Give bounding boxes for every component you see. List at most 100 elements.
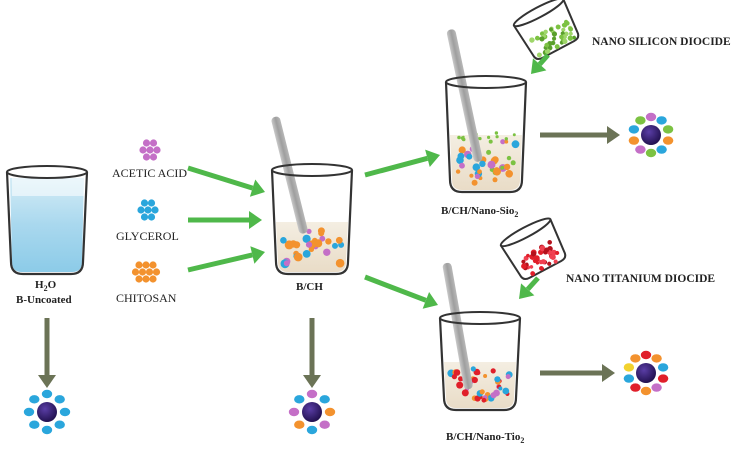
ingredient-glycerol-label: GLYCEROL xyxy=(116,229,179,243)
particle xyxy=(280,237,287,244)
silicon-powder xyxy=(529,19,577,58)
particle xyxy=(305,241,313,248)
particle xyxy=(500,139,506,145)
particle xyxy=(335,258,345,268)
particle xyxy=(555,24,561,30)
arrow-head xyxy=(607,126,620,144)
particle xyxy=(471,179,478,186)
particle xyxy=(510,160,516,166)
molecule xyxy=(135,275,143,283)
particle xyxy=(553,259,558,264)
particle xyxy=(555,250,560,255)
molecule xyxy=(145,268,154,276)
particle xyxy=(453,369,461,376)
particle xyxy=(539,265,544,271)
beaker-bch xyxy=(270,116,354,276)
arrow-head xyxy=(422,291,438,309)
molecule xyxy=(149,153,158,161)
particle xyxy=(474,173,480,179)
coating-dot xyxy=(635,116,646,125)
particle xyxy=(544,48,551,55)
particle xyxy=(502,387,510,395)
particle xyxy=(539,36,545,42)
particle xyxy=(554,44,560,50)
caption-tio2: B/CH/Nano-Tio2 xyxy=(446,431,525,446)
caption-uncoated: B-Uncoated xyxy=(16,294,72,306)
particle xyxy=(500,165,505,170)
coating-dot xyxy=(662,136,674,145)
particle xyxy=(490,392,497,399)
particle xyxy=(471,376,478,384)
coating-dot xyxy=(635,145,646,154)
titanium-powder-beaker xyxy=(499,217,567,281)
seed-core xyxy=(641,125,661,145)
particle xyxy=(536,52,542,58)
coating-dot xyxy=(294,420,305,429)
beaker-sio2 xyxy=(444,29,528,194)
particle xyxy=(505,374,511,380)
coating-dot xyxy=(656,145,667,154)
particle xyxy=(469,173,474,178)
particle xyxy=(526,253,530,258)
coated-particle-bch-icon xyxy=(288,389,336,435)
particle xyxy=(495,135,499,139)
arrow-head xyxy=(303,375,321,388)
molecule xyxy=(131,268,140,276)
particle xyxy=(550,40,556,46)
particle xyxy=(562,38,568,44)
particle xyxy=(478,137,482,141)
coating-dot xyxy=(623,374,635,383)
coating-dot xyxy=(29,420,40,429)
coating-dot xyxy=(306,389,318,399)
arrow-head xyxy=(425,149,440,168)
particle xyxy=(319,235,326,242)
coating-dot xyxy=(319,395,330,404)
particle xyxy=(488,139,493,144)
particle xyxy=(521,259,526,264)
coating-dot xyxy=(640,386,652,396)
molecule xyxy=(142,261,150,269)
molecule xyxy=(153,146,161,154)
nano-titanium-label: NANO TITANIUM DIOCIDE xyxy=(566,273,716,285)
coating-dot xyxy=(657,363,669,372)
coating-dot xyxy=(657,374,669,383)
arrow-shaft xyxy=(187,165,254,191)
coated-particle-tio2-icon xyxy=(623,350,669,396)
particle xyxy=(283,260,290,267)
coating-dot xyxy=(294,395,305,404)
particle xyxy=(551,31,558,37)
particle xyxy=(470,366,476,372)
particle xyxy=(504,137,508,141)
particle xyxy=(503,163,511,171)
molecule xyxy=(135,261,143,269)
particle xyxy=(302,250,311,258)
particle xyxy=(540,259,547,265)
coating-dot xyxy=(628,136,640,145)
arrow-head xyxy=(249,211,262,229)
particle xyxy=(544,42,549,48)
nano-silicon-label: NANO SILICON DIOCIDE xyxy=(592,36,731,48)
coating-dot xyxy=(623,363,635,372)
particle xyxy=(457,135,461,140)
particle xyxy=(521,263,527,270)
particle xyxy=(457,152,465,160)
coating-dot xyxy=(651,354,662,363)
particle xyxy=(506,155,512,161)
silicon-powder-beaker xyxy=(512,0,580,61)
caption-sio2: B/CH/Nano-Sio2 xyxy=(441,205,519,220)
particle xyxy=(549,27,554,32)
particle xyxy=(492,177,498,183)
particle xyxy=(458,146,466,154)
arrow-head xyxy=(250,246,265,264)
olive-arrows xyxy=(38,126,620,388)
arrow-shaft xyxy=(364,274,427,303)
molecule xyxy=(137,206,145,214)
particle xyxy=(512,133,516,137)
particle xyxy=(477,169,482,175)
particle xyxy=(466,153,473,160)
ingredient-chitosan-label: CHITOSAN xyxy=(116,291,177,305)
molecule xyxy=(146,146,154,154)
coating-dot xyxy=(59,407,71,417)
coating-dot xyxy=(41,389,53,399)
